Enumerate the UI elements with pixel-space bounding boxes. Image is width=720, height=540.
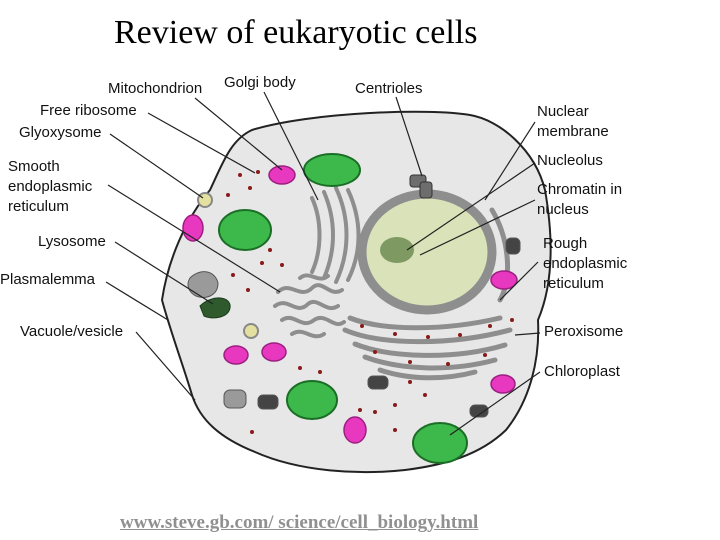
slide-title: Review of eukaryotic cells <box>114 14 478 51</box>
label-plasmalemma: Plasmalemma <box>0 271 96 288</box>
label-chloroplast: Chloroplast <box>544 363 620 380</box>
label-chromatin: Chromatin in nucleus <box>537 181 623 218</box>
peroxisome <box>243 323 259 339</box>
label-glyoxysome: Glyoxysome <box>19 124 102 141</box>
lysosome <box>199 297 231 319</box>
vacuole <box>187 271 219 298</box>
chloroplast <box>218 209 272 251</box>
label-mitochondrion: Mitochondrion <box>108 80 203 97</box>
vacuole <box>223 389 247 409</box>
rough-er-ribosomes <box>360 284 514 366</box>
mitochondria <box>182 165 518 444</box>
label-peroxisome: Peroxisome <box>544 323 624 340</box>
label-centrioles: Centrioles <box>355 80 423 97</box>
label-nuclear-membrane: Nuclear membrane <box>537 103 609 140</box>
chloroplast <box>286 380 338 420</box>
mitochondrion <box>490 374 516 394</box>
mitochondrion <box>182 214 204 242</box>
glyoxysome <box>197 192 213 208</box>
rough-er <box>342 207 513 381</box>
golgi-body <box>310 186 361 284</box>
source-link[interactable]: www.steve.gb.com/ science/cell_biology.h… <box>120 512 479 533</box>
label-vacuole-vesicle: Vacuole/vesicle <box>20 323 124 340</box>
centrioles <box>409 174 433 199</box>
mitochondrion <box>490 270 518 290</box>
label-nucleolus: Nucleolus <box>537 152 603 169</box>
label-free-ribosome: Free ribosome <box>40 102 137 119</box>
leader-lines <box>105 91 541 436</box>
mitochondrion <box>268 165 296 185</box>
label-golgi-body: Golgi body <box>224 74 296 91</box>
label-smooth-er: Smooth endoplasmic reticulum <box>8 158 93 215</box>
vacuole <box>469 404 489 418</box>
vacuoles <box>187 237 521 418</box>
free-ribosomes <box>226 170 427 434</box>
nucleolus <box>380 237 414 263</box>
label-rough-er: Rough endoplasmic reticulum <box>543 235 628 292</box>
vacuole <box>505 237 521 255</box>
vacuole <box>257 394 279 410</box>
mitochondrion <box>343 416 367 444</box>
label-lysosome: Lysosome <box>38 233 106 250</box>
mitochondrion <box>223 345 249 365</box>
chloroplast <box>303 153 361 187</box>
vacuole <box>367 375 389 390</box>
mitochondrion <box>261 342 287 362</box>
